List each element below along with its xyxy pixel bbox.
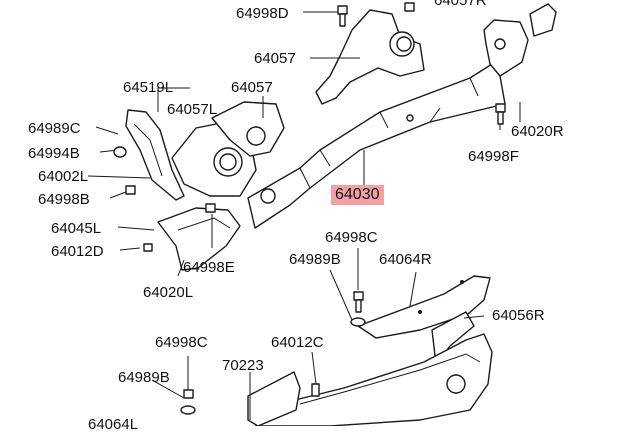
label-64998B: 64998B bbox=[38, 191, 90, 208]
cover-64064R bbox=[357, 275, 491, 339]
end-cap-right-upper bbox=[483, 19, 529, 77]
label-64057-mid: 64057 bbox=[231, 79, 273, 96]
label-64057R: 64057R bbox=[434, 0, 487, 9]
label-64057L: 64057L bbox=[167, 101, 218, 118]
label-64998C-lower: 64998C bbox=[155, 334, 208, 351]
lower-bumper bbox=[253, 333, 493, 426]
label-64998C-upper: 64998C bbox=[325, 229, 378, 246]
label-64064L: 64064L bbox=[88, 416, 139, 433]
label-64020R: 64020R bbox=[511, 123, 564, 140]
label-64045L: 64045L bbox=[51, 220, 102, 237]
fasteners bbox=[113, 2, 506, 415]
label-64998F: 64998F bbox=[468, 148, 519, 165]
label-64989C: 64989C bbox=[28, 120, 81, 137]
label-64057-upper: 64057 bbox=[254, 50, 296, 67]
label-64030-highlighted: 64030 bbox=[331, 185, 384, 205]
label-64519L: 64519L bbox=[123, 79, 174, 96]
label-64020L: 64020L bbox=[143, 284, 194, 301]
leader-lines bbox=[87, 11, 521, 420]
label-64056R: 64056R bbox=[492, 307, 545, 324]
label-64012D: 64012D bbox=[51, 243, 104, 260]
label-64989B-lower: 64989B bbox=[118, 369, 170, 386]
bracket-64057-left bbox=[211, 101, 285, 157]
label-64989B-upper: 64989B bbox=[289, 251, 341, 268]
label-64994B: 64994B bbox=[28, 145, 80, 162]
label-64002L: 64002L bbox=[38, 168, 89, 185]
label-64064R: 64064R bbox=[379, 251, 432, 268]
label-64998E: 64998E bbox=[183, 259, 235, 276]
bracket-70223 bbox=[247, 371, 301, 426]
label-70223: 70223 bbox=[222, 357, 264, 374]
label-64998D: 64998D bbox=[236, 5, 289, 22]
label-64012C: 64012C bbox=[271, 334, 324, 351]
bracket-64057-upper bbox=[315, 9, 425, 105]
